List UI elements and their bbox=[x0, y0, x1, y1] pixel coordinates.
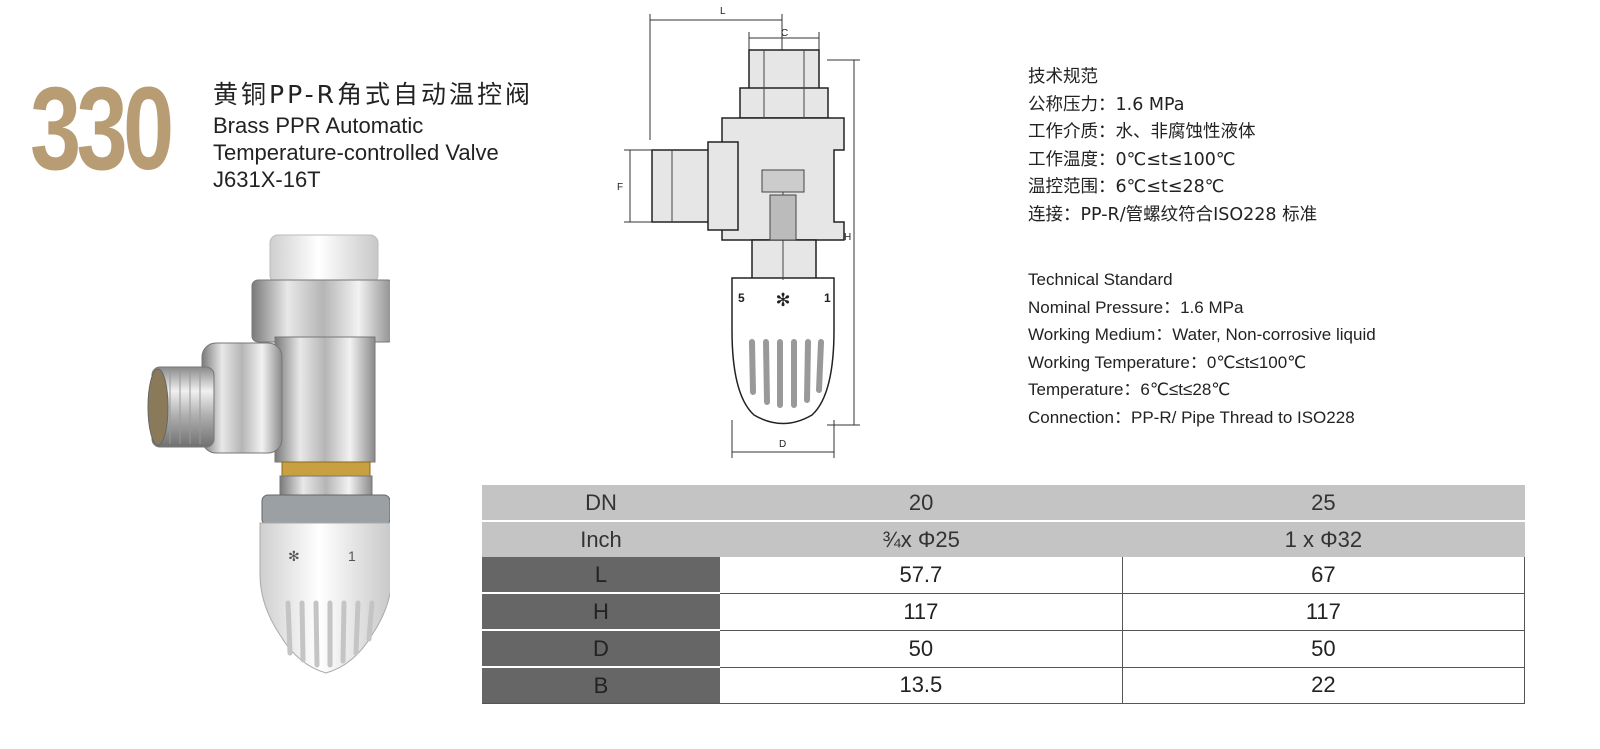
table-cell: 57.7 bbox=[720, 557, 1123, 594]
spec-en-line: Technical Standard bbox=[1028, 270, 1173, 289]
dimension-label-h: H bbox=[844, 232, 851, 243]
header-inch-value: 1 x Φ32 bbox=[1122, 521, 1525, 557]
header-dn-value: 25 bbox=[1122, 485, 1525, 522]
model-number: 330 bbox=[30, 63, 174, 195]
spec-en-line: Temperature：6℃≤t≤28℃ bbox=[1028, 380, 1231, 399]
header-dn-label: DN bbox=[482, 485, 720, 522]
dial-mark-one: 1 bbox=[348, 548, 356, 564]
snowflake-icon: ✻ bbox=[775, 290, 790, 311]
spec-chinese: 技术规范 公称压力：1.6 MPa 工作介质：水、非腐蚀性液体 工作温度：0℃≤… bbox=[1028, 64, 1317, 229]
dimension-label-c: C bbox=[781, 28, 788, 39]
header-inch-value: ¾x Φ25 bbox=[720, 521, 1123, 557]
dimension-label-f: F bbox=[617, 182, 623, 193]
dimension-label-d: D bbox=[779, 439, 786, 450]
row-label: H bbox=[482, 593, 720, 631]
title-block: 黄铜PP-R角式自动温控阀 Brass PPR Automatic Temper… bbox=[213, 82, 533, 193]
dial-mark-right: 1 bbox=[824, 291, 831, 305]
table-cell: 67 bbox=[1122, 557, 1526, 594]
header-dn-value: 20 bbox=[720, 485, 1123, 522]
table-cell: 22 bbox=[1122, 667, 1526, 704]
table-cell: 117 bbox=[1122, 593, 1526, 631]
spec-en-line: Connection：PP-R/ Pipe Thread to ISO228 bbox=[1028, 407, 1355, 427]
spec-en-line: Working Medium：Water, Non-corrosive liqu… bbox=[1028, 325, 1376, 344]
table-cell: 50 bbox=[1122, 630, 1526, 668]
title-chinese: 黄铜PP-R角式自动温控阀 bbox=[213, 80, 533, 109]
table-row: D 50 50 bbox=[482, 630, 1526, 668]
title-english-line2: Temperature-controlled Valve bbox=[213, 140, 499, 165]
spec-english: Technical Standard Nominal Pressure：1.6 … bbox=[1028, 266, 1376, 431]
table-cell: 50 bbox=[720, 630, 1123, 668]
spec-cn-line: 连接：PP-R/管螺纹符合ISO228 标准 bbox=[1028, 204, 1318, 225]
table-row: H 117 117 bbox=[482, 593, 1526, 631]
spec-cn-line: 工作介质：水、非腐蚀性液体 bbox=[1028, 122, 1256, 142]
table-row: L 57.7 67 bbox=[482, 557, 1526, 594]
snowflake-icon: ✻ bbox=[288, 549, 300, 565]
table-header-row: DN 20 25 bbox=[482, 485, 1525, 522]
valve-photo: ✻ 1 bbox=[147, 234, 390, 674]
row-label: B bbox=[482, 667, 720, 704]
spec-cn-line: 温控范围：6℃≤t≤28℃ bbox=[1028, 177, 1225, 197]
row-label: L bbox=[482, 557, 720, 594]
spec-cn-line: 工作温度：0℃≤t≤100℃ bbox=[1028, 149, 1236, 170]
spec-en-line: Nominal Pressure：1.6 MPa bbox=[1028, 297, 1244, 317]
dial-mark-left: 5 bbox=[738, 291, 745, 305]
table-row: B 13.5 22 bbox=[482, 667, 1526, 704]
technical-drawing: ✻ 5 1 L C F H D bbox=[617, 6, 860, 458]
header-inch-label: Inch bbox=[482, 521, 720, 557]
row-label: D bbox=[482, 630, 720, 668]
table-cell: 13.5 bbox=[720, 667, 1123, 704]
spec-cn-line: 技术规范 bbox=[1028, 67, 1098, 87]
title-english-line1: Brass PPR Automatic bbox=[213, 113, 424, 138]
dimensions-table: DN 20 25 Inch ¾x Φ25 1 x Φ32 L 57.7 67 H… bbox=[482, 485, 1526, 704]
spec-cn-line: 公称压力：1.6 MPa bbox=[1028, 94, 1185, 115]
table-cell: 117 bbox=[720, 593, 1123, 631]
table-header-row: Inch ¾x Φ25 1 x Φ32 bbox=[482, 521, 1525, 557]
product-code: J631X-16T bbox=[213, 167, 321, 192]
spec-en-line: Working Temperature：0℃≤t≤100℃ bbox=[1028, 352, 1307, 372]
dimension-label-l: L bbox=[720, 6, 726, 17]
